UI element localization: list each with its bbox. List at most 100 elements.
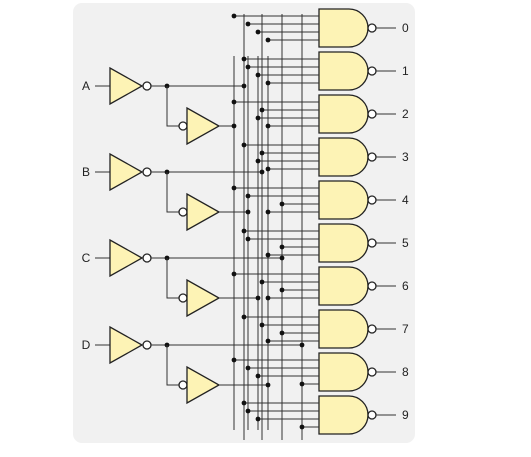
inverter2-c (186, 278, 221, 318)
gate-0-tap-c (255, 29, 261, 35)
gate-1-tap-d (265, 80, 271, 86)
gate-9-tap-c (255, 416, 261, 422)
gate-9-tap-b (245, 408, 251, 414)
nand-bubble-1 (367, 66, 377, 76)
inverter-bubble-a (142, 81, 152, 91)
nand-bubble-5 (367, 238, 377, 248)
bus-junction-comp-d (265, 382, 271, 388)
gate-7-tap-c (279, 330, 285, 336)
gate-6-tap-a (231, 271, 237, 277)
gate-3-tap-c (255, 158, 261, 164)
bus-junction-true-d (299, 342, 305, 348)
inverter-bubble-d (142, 340, 152, 350)
nand-gate-1 (318, 51, 369, 91)
output-label-9: 9 (402, 408, 409, 422)
output-label-7: 7 (402, 322, 409, 336)
inverter-bubble-c (142, 253, 152, 263)
nand-gate-0 (318, 8, 369, 48)
input-label-c: C (81, 251, 91, 265)
gate-3-tap-a (241, 142, 247, 148)
gate-0-tap-d (265, 37, 271, 43)
inverter-c (109, 238, 144, 278)
gate-9-tap-d (299, 424, 305, 430)
nand-bubble-7 (367, 324, 377, 334)
gate-6-tap-c (279, 287, 285, 293)
bus-junction-true-c (279, 255, 285, 261)
bus-junction-true-b (259, 169, 265, 175)
nand-gate-6 (318, 266, 369, 306)
inverter-bubble-b (142, 167, 152, 177)
gate-6-tap-d (265, 295, 271, 301)
output-label-3: 3 (402, 150, 409, 164)
inverter2-a (186, 106, 221, 146)
nand-gate-2 (318, 94, 369, 134)
gate-8-tap-b (245, 365, 251, 371)
nand-bubble-8 (367, 367, 377, 377)
gate-4-tap-c (279, 201, 285, 207)
gate-4-tap-b (245, 193, 251, 199)
gate-4-tap-d (265, 209, 271, 215)
gate-1-tap-c (255, 72, 261, 78)
nand-gate-9 (318, 395, 369, 435)
gate-5-tap-b (245, 236, 251, 242)
inverter-b (109, 152, 144, 192)
output-label-5: 5 (402, 236, 409, 250)
nand-bubble-0 (367, 23, 377, 33)
output-label-2: 2 (402, 107, 409, 121)
nand-bubble-3 (367, 152, 377, 162)
output-label-8: 8 (402, 365, 409, 379)
gate-3-tap-b (259, 150, 265, 156)
inverter2-bubble-d (178, 380, 188, 390)
gate-7-tap-b (259, 322, 265, 328)
input-label-b: B (81, 165, 90, 179)
output-label-0: 0 (402, 21, 409, 35)
inverter2-b (186, 192, 221, 232)
branch-wire-c (166, 258, 179, 299)
gate-2-tap-a (231, 99, 237, 105)
bus-junction-true-a (241, 83, 247, 89)
output-label-1: 1 (402, 64, 409, 78)
nand-gate-5 (318, 223, 369, 263)
nand-bubble-6 (367, 281, 377, 291)
inverter2-bubble-b (178, 207, 188, 217)
inverter2-d (186, 365, 221, 405)
gate-8-tap-c (255, 373, 261, 379)
nand-bubble-4 (367, 195, 377, 205)
gate-1-tap-b (245, 64, 251, 70)
gate-5-tap-d (265, 252, 271, 258)
gate-0-tap-b (245, 21, 251, 27)
branch-wire-d (166, 345, 179, 386)
inverter2-bubble-c (178, 293, 188, 303)
gate-2-tap-b (259, 107, 265, 113)
gate-5-tap-c (279, 244, 285, 250)
gate-1-tap-a (241, 56, 247, 62)
nand-gate-3 (318, 137, 369, 177)
input-label-d: D (81, 338, 91, 352)
gate-9-tap-a (241, 400, 247, 406)
nand-gate-7 (318, 309, 369, 349)
gate-8-tap-a (231, 357, 237, 363)
inverter-a (109, 66, 144, 106)
branch-wire-b (166, 172, 179, 213)
gate-4-tap-a (231, 185, 237, 191)
gate-5-tap-a (241, 228, 247, 234)
gate-6-tap-b (259, 279, 265, 285)
nand-gate-4 (318, 180, 369, 220)
gate-3-tap-d (265, 166, 271, 172)
nand-gate-8 (318, 352, 369, 392)
output-label-4: 4 (402, 193, 409, 207)
bus-junction-comp-b (245, 209, 251, 215)
gate-7-tap-a (241, 314, 247, 320)
gate-2-tap-c (255, 115, 261, 121)
inverter2-bubble-a (178, 121, 188, 131)
branch-wire-a (166, 86, 179, 127)
nand-bubble-2 (367, 109, 377, 119)
bus-junction-comp-a (231, 123, 237, 129)
gate-2-tap-d (265, 123, 271, 129)
output-label-6: 6 (402, 279, 409, 293)
nand-bubble-9 (367, 410, 377, 420)
bus-junction-comp-c (255, 295, 261, 301)
input-label-a: A (81, 79, 90, 93)
